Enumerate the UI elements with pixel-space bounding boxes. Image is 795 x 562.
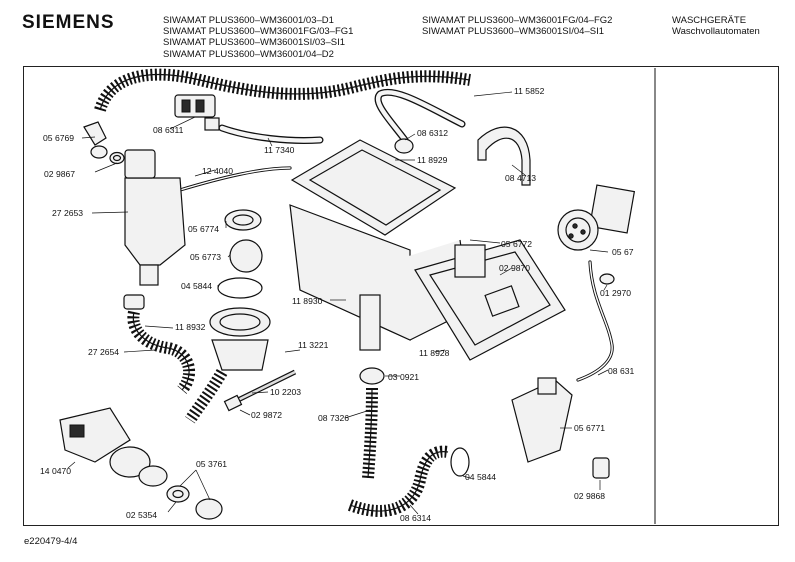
label-056771: 05 6771 <box>574 423 605 433</box>
label-086311: 08 6311 <box>153 125 184 135</box>
label-102203: 10 2203 <box>270 387 301 397</box>
drawer-118928 <box>414 239 566 361</box>
model-line: SIWAMAT PLUS3600–WM36001/03–D1 <box>163 15 334 26</box>
hose-086314 <box>347 445 470 517</box>
label-084713: 08 4713 <box>505 173 536 183</box>
hose-117340 <box>218 124 324 144</box>
model-line: SIWAMAT PLUS3600–WM36001FG/03–FG1 <box>163 26 354 38</box>
label-053761: 05 3761 <box>196 459 227 469</box>
category-line: WASCHGERÄTE <box>672 15 747 26</box>
label-272653: 27 2653 <box>52 208 83 218</box>
leader-lines <box>67 91 609 515</box>
category-label: WASCHGERÄTE Waschvollautomaten <box>672 15 760 37</box>
ball-056773 <box>229 239 263 273</box>
label-087326: 08 7326 <box>318 413 349 423</box>
brand-logo: SIEMENS <box>22 12 115 33</box>
valve-086311 <box>174 94 220 131</box>
label-117340: 11 7340 <box>264 145 295 155</box>
rings-053761 <box>166 485 223 520</box>
bracket-056771 <box>511 377 573 463</box>
tube-08631 <box>576 260 614 382</box>
hose-272654 <box>123 294 196 394</box>
model-line: SIWAMAT PLUS3600–WM36001SI/04–SI1 <box>422 26 604 38</box>
rod-113221 <box>223 369 297 412</box>
label-118932: 11 8932 <box>175 322 206 332</box>
label-118928: 11 8928 <box>419 348 450 358</box>
label-115852: 11 5852 <box>514 86 545 96</box>
label-118929: 11 8929 <box>417 155 448 165</box>
hose-086312 <box>374 88 466 154</box>
clamp-029868 <box>592 457 610 479</box>
label-056769: 05 6769 <box>43 133 74 143</box>
model-line: SIWAMAT PLUS3600–WM36001/04–D2 <box>163 48 334 60</box>
pump-140470 <box>59 407 168 487</box>
label-056773: 05 6773 <box>190 252 221 262</box>
label-029870: 02 9870 <box>499 263 530 273</box>
label-025354: 02 5354 <box>126 510 157 520</box>
label-045844b: 04 5844 <box>465 472 496 482</box>
label-056774: 05 6774 <box>188 224 219 234</box>
tube-124040 <box>178 166 292 192</box>
label-140470: 14 0470 <box>40 466 71 476</box>
hose-087326 <box>359 367 385 479</box>
seal-056774 <box>224 209 262 231</box>
elbow-056769 <box>83 121 125 165</box>
drawing-id: e220479-4/4 <box>24 536 78 547</box>
label-124040: 12 4040 <box>202 166 233 176</box>
label-012970: 01 2970 <box>600 288 631 298</box>
diagram-frame <box>23 66 779 526</box>
model-line: SIWAMAT PLUS3600–WM36001SI/03–SI1 <box>163 37 345 49</box>
bellow-sump <box>185 307 271 424</box>
category-line: Waschvollautomaten <box>672 26 760 38</box>
label-086312: 08 6312 <box>417 128 448 138</box>
label-029867: 02 9867 <box>44 169 75 179</box>
model-list-left: SIWAMAT PLUS3600–WM36001/03–D1 SIWAMAT P… <box>163 15 353 60</box>
cover-118929 <box>290 139 457 236</box>
cap-012970 <box>599 273 615 285</box>
label-029872: 02 9872 <box>251 410 282 420</box>
label-08631: 08 631 <box>608 366 635 376</box>
label-086314: 08 6314 <box>400 513 431 523</box>
switch-0567 <box>557 184 636 251</box>
label-05672: 05 67 <box>612 247 634 257</box>
part-labels: 11 5852 05 6769 08 6311 11 7340 08 6312 … <box>40 86 635 523</box>
chamber-272653 <box>124 149 186 286</box>
model-line: SIWAMAT PLUS3600–WM36001FG/04–FG2 <box>422 15 613 26</box>
hose-115852 <box>94 68 471 113</box>
label-030921: 03 0921 <box>388 372 419 382</box>
label-045844a: 04 5844 <box>181 281 212 291</box>
model-list-right: SIWAMAT PLUS3600–WM36001FG/04–FG2 SIWAMA… <box>422 15 612 37</box>
label-272654: 27 2654 <box>88 347 119 357</box>
label-029868: 02 9868 <box>574 491 605 501</box>
label-056772: 05 6772 <box>501 239 532 249</box>
label-113221: 11 3221 <box>298 340 329 350</box>
ring-045844a <box>217 277 263 299</box>
label-118930: 11 8930 <box>292 296 323 306</box>
